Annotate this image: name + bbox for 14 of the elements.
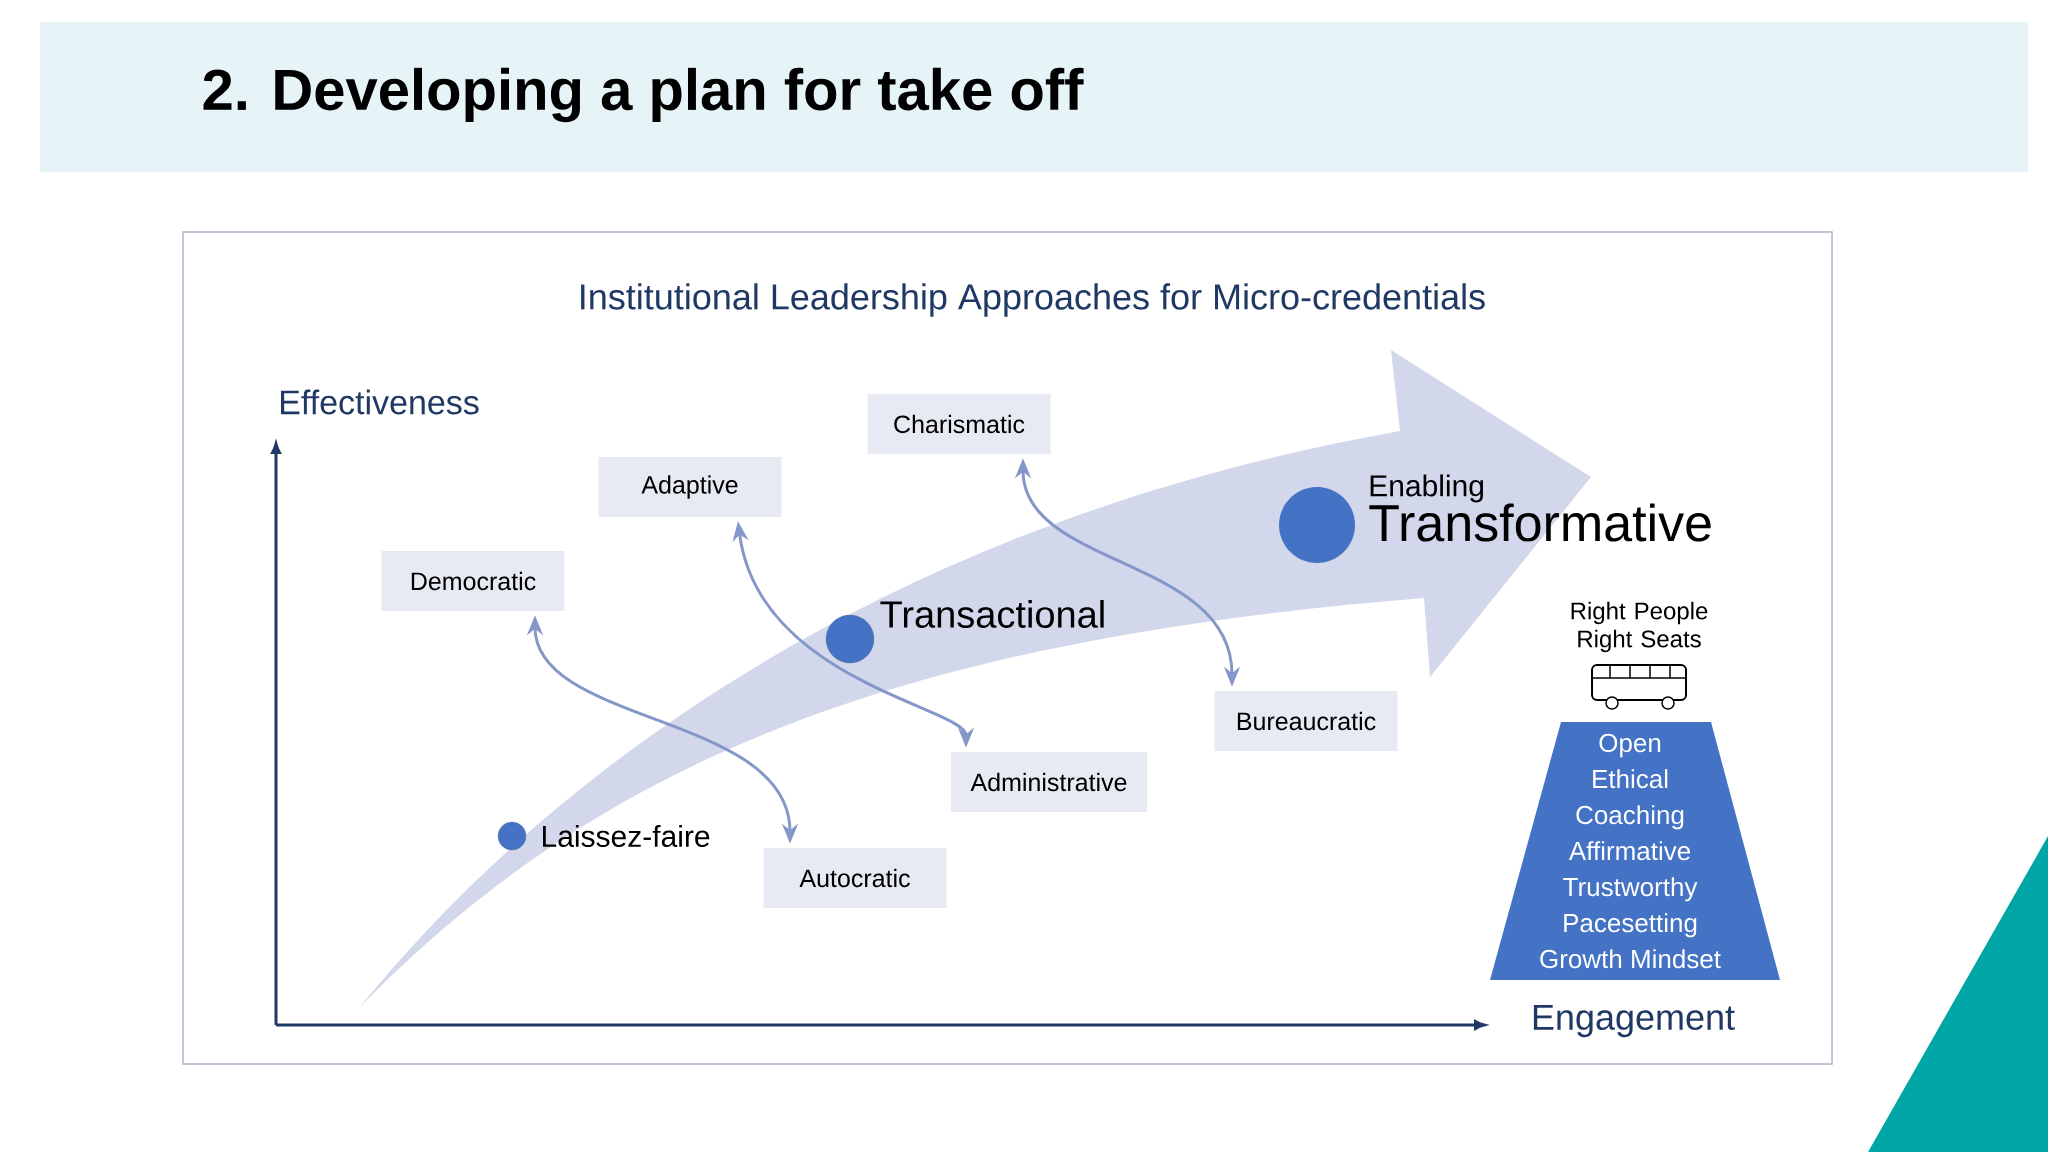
title-band: 2. Developing a plan for take off	[40, 22, 2028, 172]
ribbon-box: Autocratic	[763, 848, 947, 908]
ribbon-box: Adaptive	[598, 457, 782, 517]
ribbon-box: Administrative	[951, 752, 1147, 812]
ribbon-box: Democratic	[381, 551, 565, 611]
heading: Institutional Leadership Approaches for Micro-credentials	[581, 283, 1485, 317]
caption: Right People Right Seats	[1571, 601, 1708, 653]
dot-label: Enabling Transformative	[1279, 474, 1711, 563]
trait-trapezoid: Open Ethical Coaching Affirmative Trustworthy Pacesetting Growth Mindset	[1490, 722, 1780, 980]
axis-label: Effectiveness	[281, 389, 479, 415]
ribbon-box: Charismatic	[867, 394, 1051, 454]
dot-label: Laissez-faire	[497, 821, 710, 851]
dot-label: Transactional	[825, 600, 1104, 664]
ribbon-box: Bureaucratic	[1214, 691, 1398, 751]
